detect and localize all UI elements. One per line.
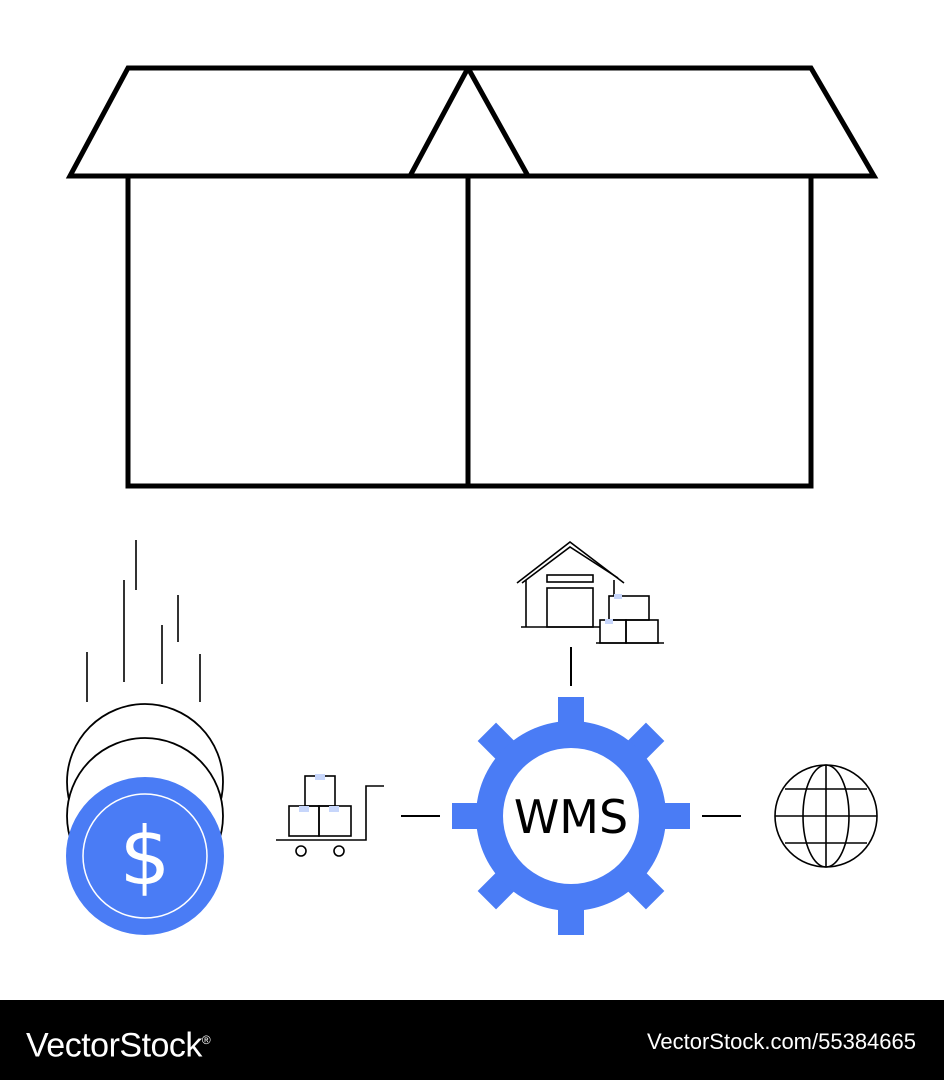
- dollar-coin-icon: $: [66, 777, 224, 935]
- watermark-bar: VectorStock® VectorStock.com/55384665: [0, 1000, 944, 1080]
- connector-lines: [401, 647, 741, 817]
- wms-illustration: $: [65, 65, 879, 935]
- open-box-icon: [65, 65, 879, 489]
- globe-icon: [774, 764, 878, 868]
- motion-lines: [86, 540, 201, 702]
- registered-mark: ®: [201, 1033, 211, 1047]
- gear-icon: [452, 697, 690, 935]
- vectorstock-logo: VectorStock®: [26, 1018, 211, 1067]
- svg-text:$: $: [120, 810, 171, 903]
- brand-name: VectorStock: [26, 1026, 202, 1065]
- wms-label: WMS: [514, 790, 628, 844]
- warehouse-icon: [516, 540, 664, 644]
- hand-truck-boxes-icon: [276, 774, 384, 857]
- image-id: VectorStock.com/55384665: [646, 1029, 916, 1054]
